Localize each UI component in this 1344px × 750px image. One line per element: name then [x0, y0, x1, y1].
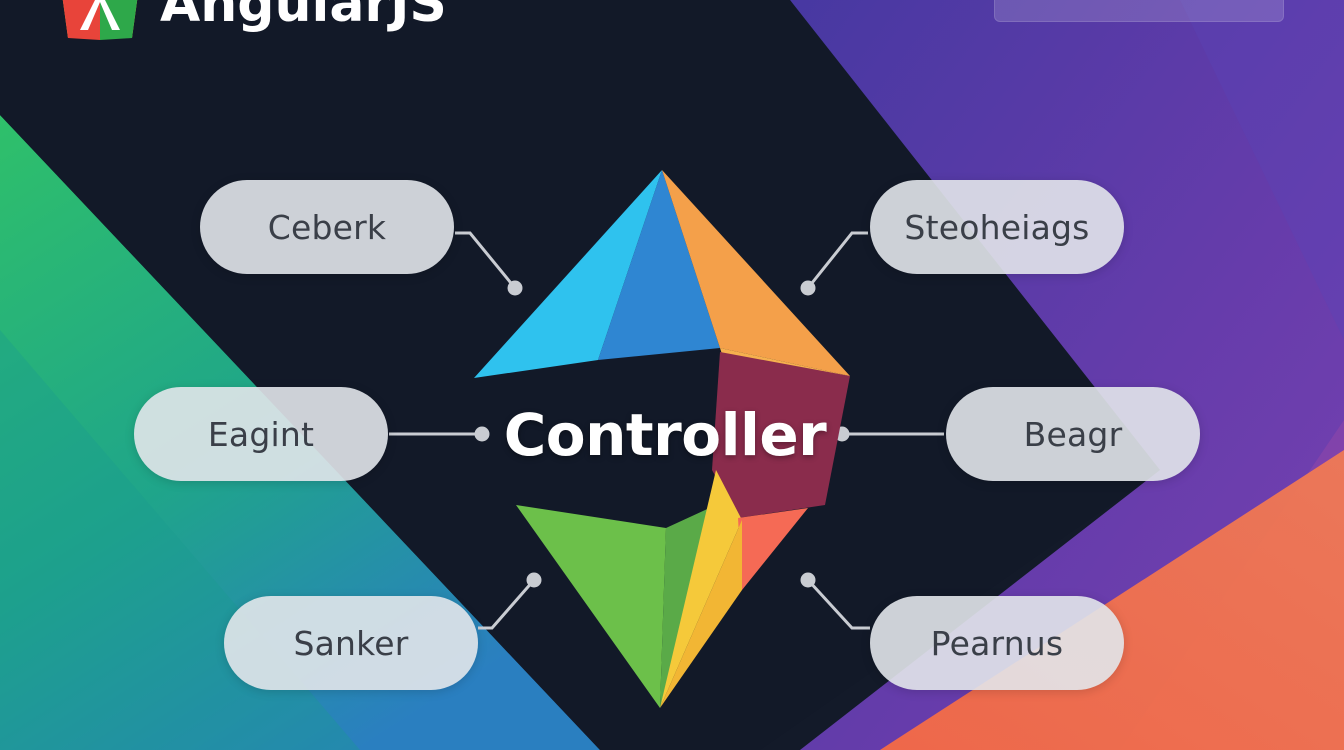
node-bottom-right: Pearnus	[870, 596, 1124, 690]
center-controller-label: Controller	[503, 401, 827, 469]
node-bottom-left: Sanker	[224, 596, 478, 690]
search-input[interactable]	[994, 0, 1284, 22]
node-middle-right: Beagr	[946, 387, 1200, 481]
app-title: AngularJS	[160, 0, 447, 34]
node-middle-left: Eagint	[134, 387, 388, 481]
node-top-right: Steoheiags	[870, 180, 1124, 274]
controller-shape-icon	[474, 170, 850, 708]
node-top-left: Ceberk	[200, 180, 454, 274]
connector-lines	[389, 231, 944, 630]
angular-logo-icon	[62, 0, 138, 40]
